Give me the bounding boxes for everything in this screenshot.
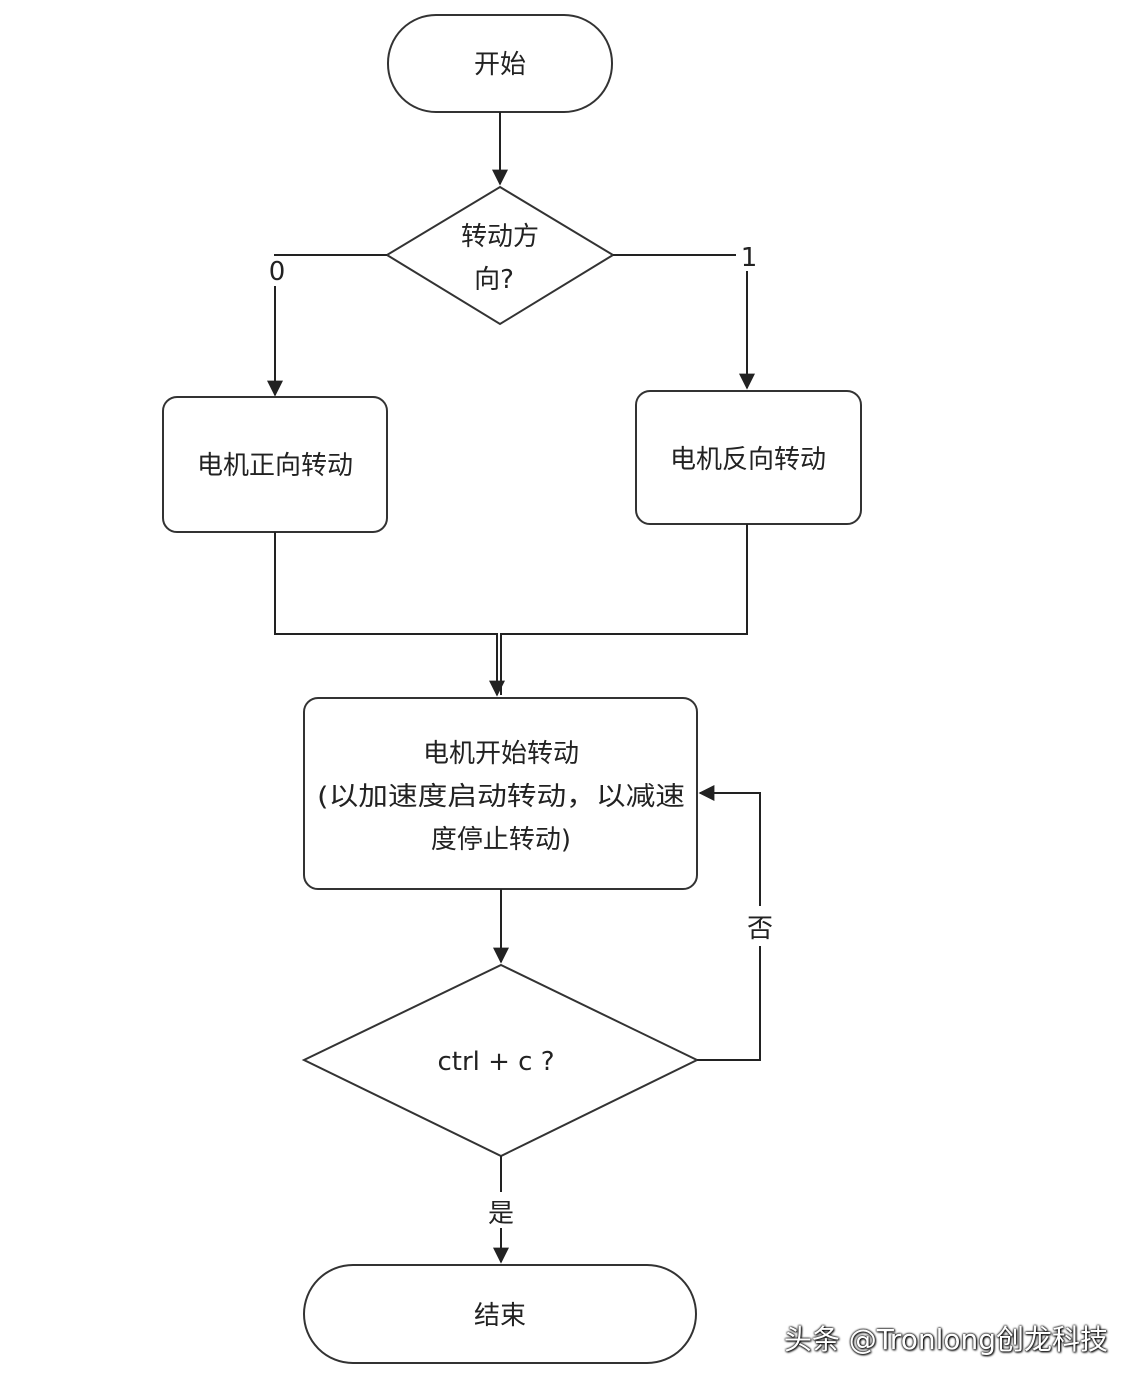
edge-label-no: 否 <box>747 914 773 944</box>
start-label: 开始 <box>474 50 526 80</box>
edge-label-yes: 是 <box>488 1199 514 1229</box>
edge-direction-to-forward <box>267 254 387 397</box>
run-process-label-line2: (以加速度启动转动，以减速 <box>317 782 685 812</box>
direction-decision-label-line2: 向? <box>474 265 514 295</box>
run-process-label-line3: 度停止转动) <box>431 825 571 855</box>
direction-decision-label-line1: 转动方 <box>461 222 539 252</box>
edge-reverse-to-merge <box>500 524 748 695</box>
ctrl-c-decision-label: ctrl + c ? <box>437 1047 554 1077</box>
edge-label-zero: 0 <box>269 257 286 287</box>
direction-decision <box>385 185 615 326</box>
watermark: 头条 @Tronlong创龙科技 <box>783 1323 1108 1356</box>
end-label: 结束 <box>474 1301 526 1331</box>
run-process-label-line1: 电机开始转动 <box>423 739 579 769</box>
forward-process-label: 电机正向转动 <box>197 451 353 481</box>
reverse-process <box>635 390 862 525</box>
edge-label-one: 1 <box>741 243 758 273</box>
edge-direction-to-reverse <box>613 254 755 390</box>
reverse-process-label: 电机反向转动 <box>670 445 826 475</box>
edge-forward-to-merge <box>274 532 505 697</box>
end-terminator <box>303 1264 697 1364</box>
